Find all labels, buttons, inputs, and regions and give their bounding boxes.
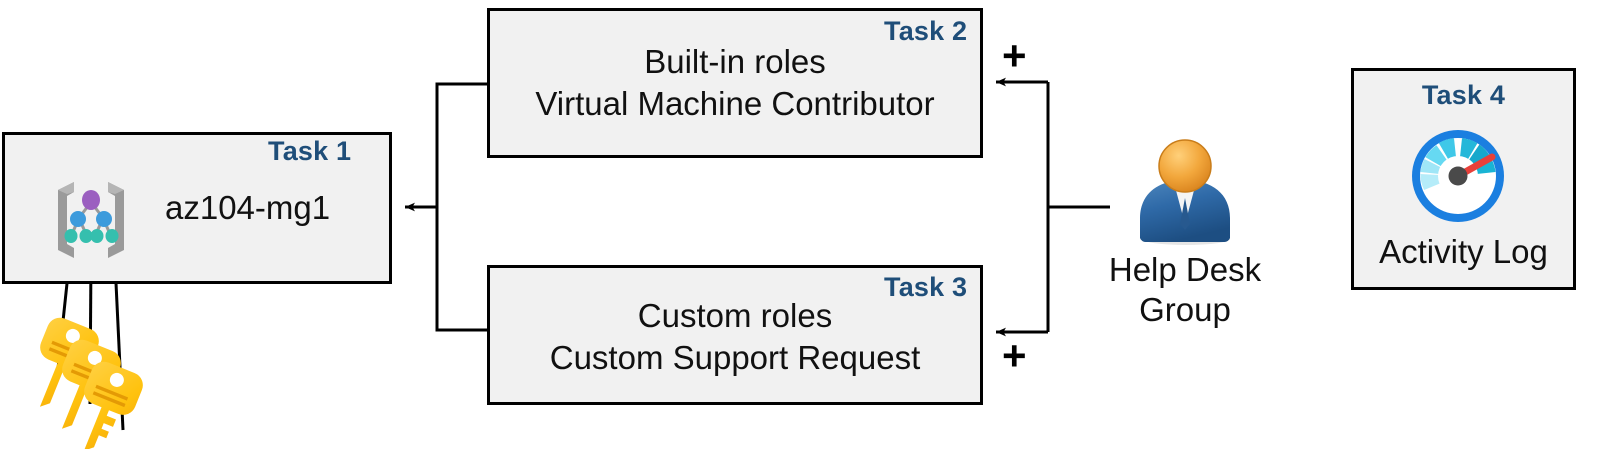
person-caption-line1: Help Desk [1108, 251, 1262, 288]
task1-box[interactable] [2, 132, 392, 284]
task3-line2: Custom Support Request [549, 339, 921, 376]
keys-icon [38, 316, 148, 449]
plus-operator-bottom: + [1002, 332, 1027, 379]
task2-label: Task 2 [884, 16, 968, 46]
connector-tasks-to-mg [405, 82, 487, 332]
plus-operator-top: + [1002, 32, 1027, 79]
task1-label: Task 1 [268, 136, 352, 166]
person-caption-line2: Group [1139, 291, 1231, 328]
user-person-icon [1128, 138, 1243, 246]
task2-box[interactable] [487, 8, 983, 158]
task1-text: az104-mg1 [165, 189, 331, 226]
task2-line1: Built-in roles [644, 43, 826, 80]
task3-line1: Custom roles [637, 297, 833, 334]
task4-text: Activity Log [1379, 233, 1548, 270]
task2-line2: Virtual Machine Contributor [535, 85, 935, 122]
task3-box[interactable] [487, 265, 983, 405]
management-group-icon [48, 176, 134, 264]
task4-label: Task 4 [1421, 80, 1506, 110]
task3-label: Task 3 [884, 272, 968, 302]
gauge-icon [1404, 126, 1512, 226]
